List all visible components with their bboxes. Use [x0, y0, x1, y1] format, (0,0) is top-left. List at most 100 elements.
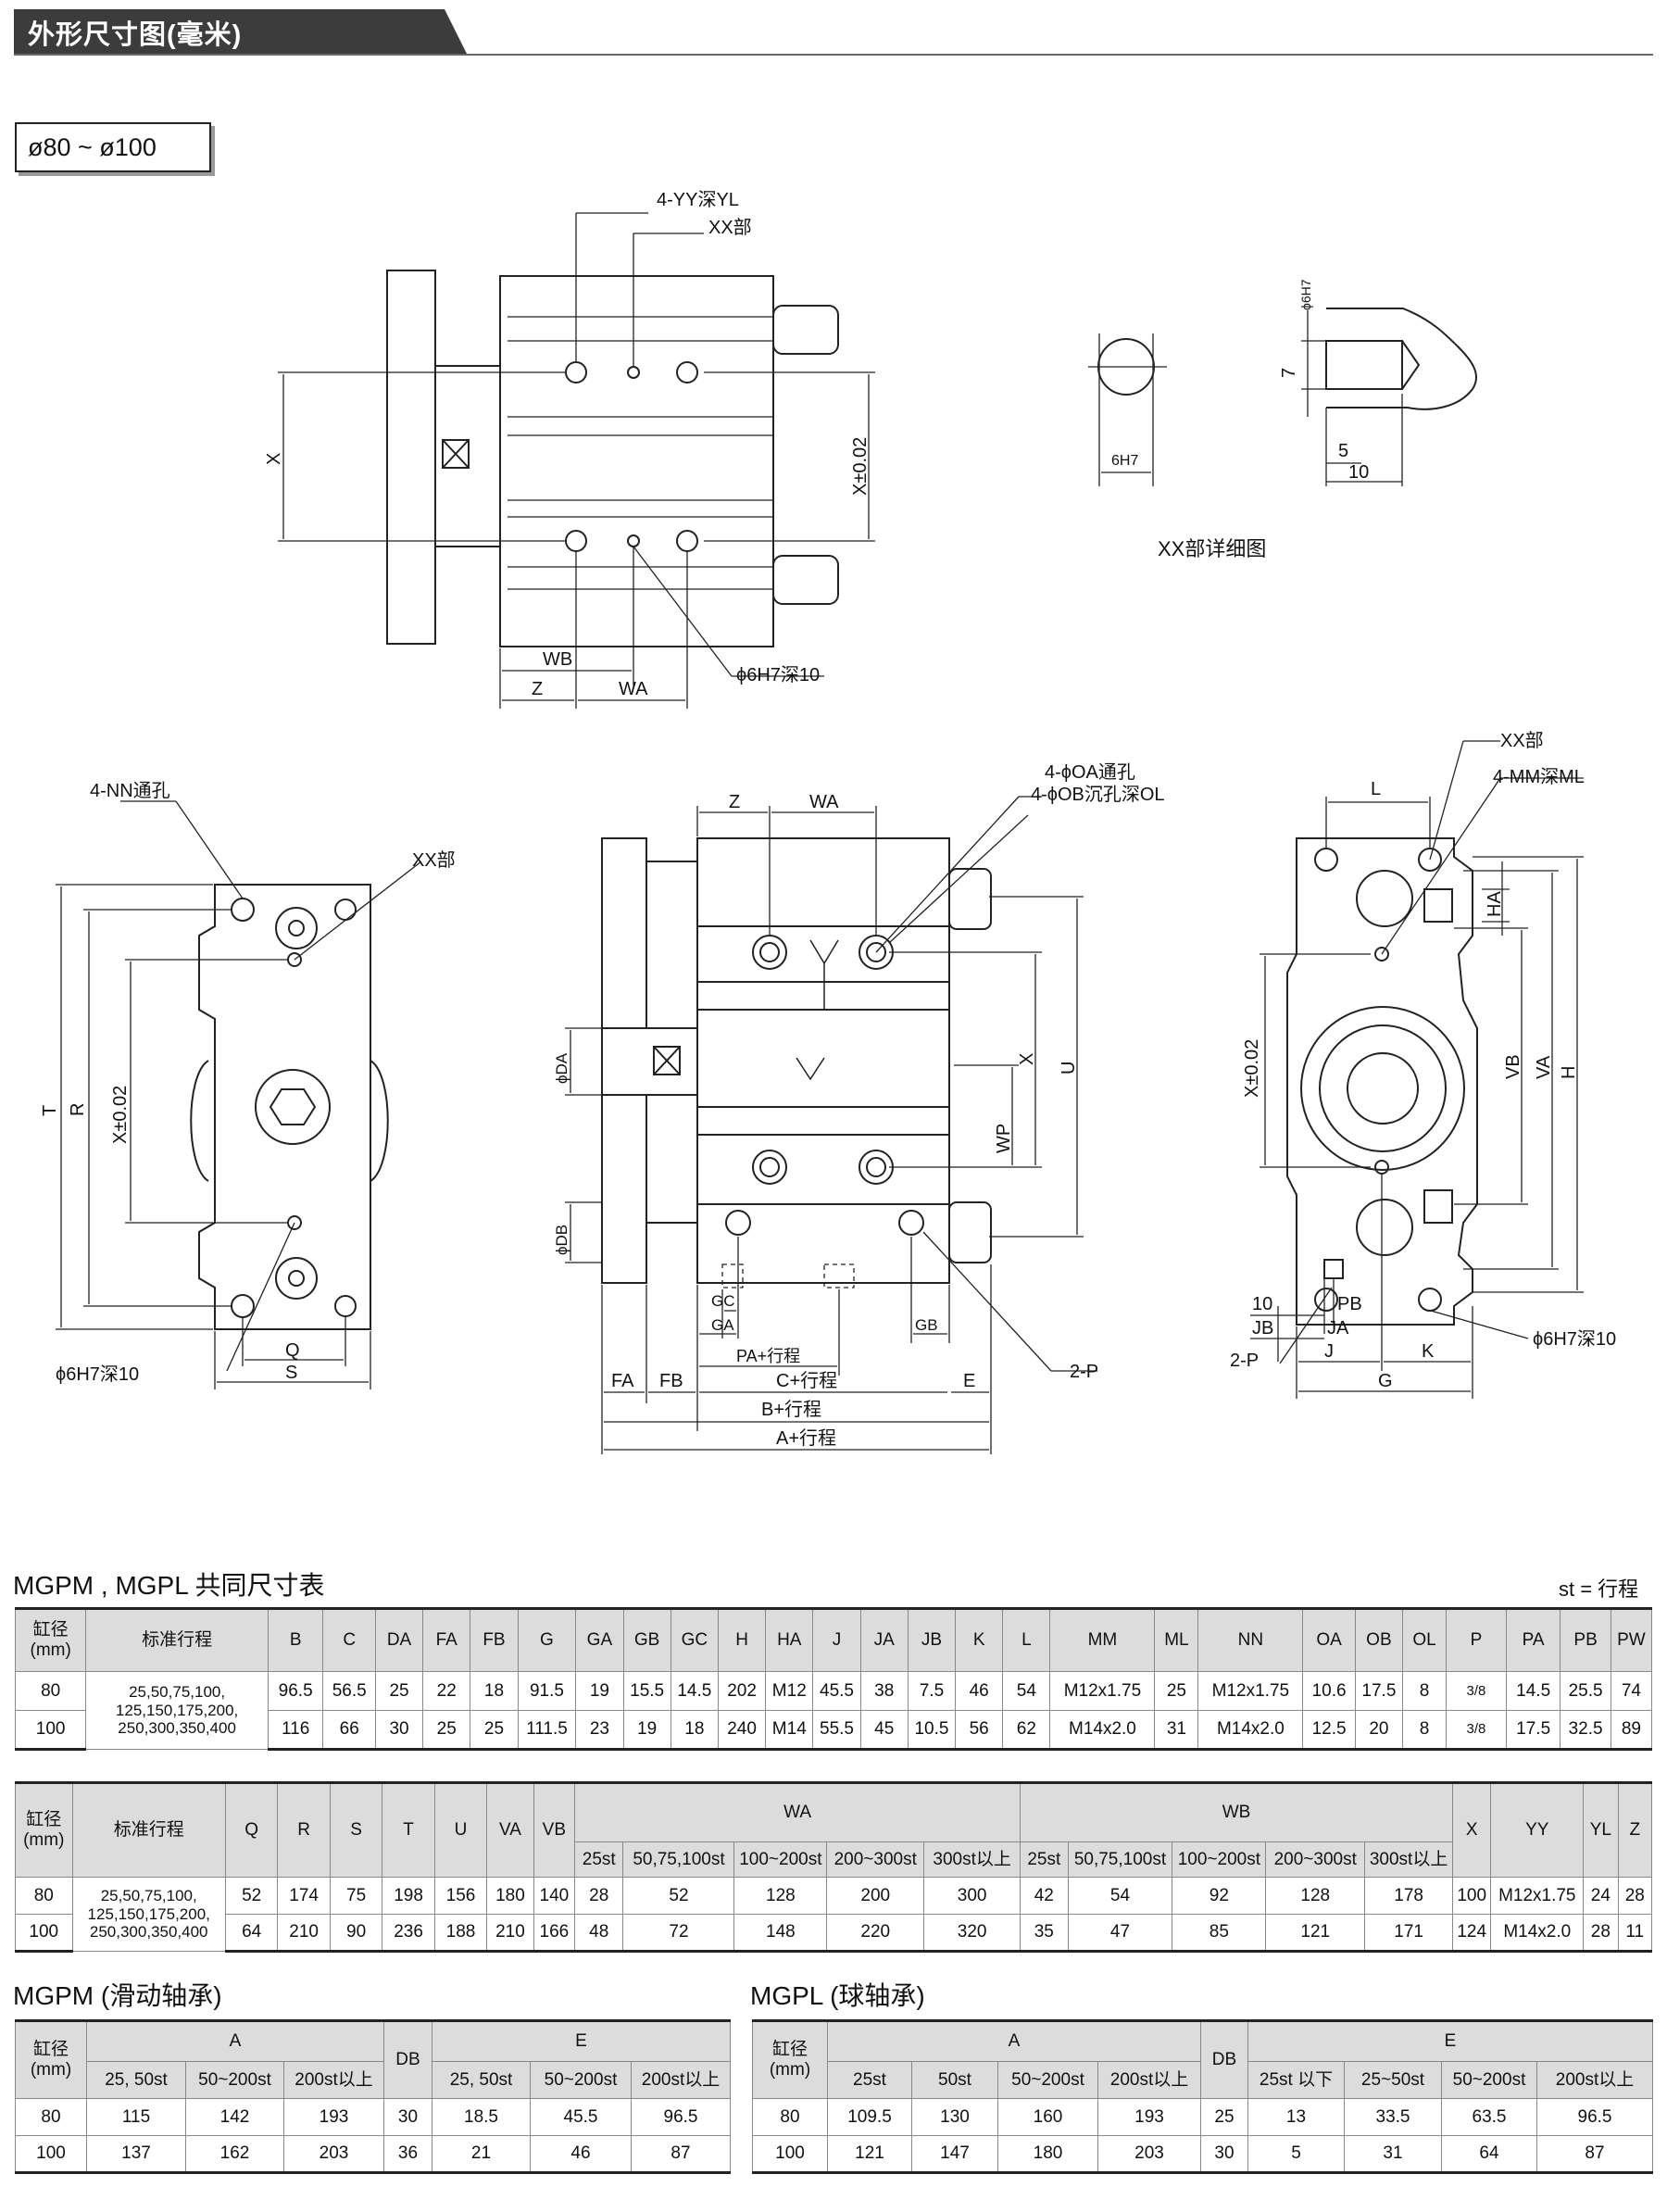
middle-view: Z WA 4-ϕOA通孔 4-ϕOB沉孔深OL ϕDA ϕDB X U WP G…	[553, 761, 1165, 1454]
cell: 171	[1364, 1914, 1454, 1953]
cell: 31	[1154, 1710, 1199, 1751]
th: G	[517, 1607, 577, 1672]
cell: 62	[1002, 1710, 1051, 1751]
label-dia-v: ϕ6H7	[1298, 279, 1313, 310]
label-x-tol-right: X±0.02	[1242, 1039, 1262, 1098]
label-g: G	[1378, 1371, 1393, 1391]
dimension-drawings: 4-YY深YL XX部 X X±0.02 WB Z WA ϕ6H7深10	[40, 189, 1616, 1454]
cell: 193	[283, 2098, 384, 2136]
th-sub: 25~50st	[1344, 2061, 1442, 2099]
cell: 30	[374, 1710, 424, 1751]
th: VA	[486, 1781, 534, 1878]
cell: M12x1.75	[1049, 1671, 1156, 1711]
cell: 13	[1247, 2098, 1345, 2136]
table-row: 100 64 210 90 236 188 210 166 48 72 148 …	[15, 1914, 1653, 1953]
cell: 162	[185, 2135, 284, 2174]
th: OB	[1354, 1607, 1404, 1672]
th-sub: 100~200st	[1172, 1841, 1267, 1878]
cell: 188	[433, 1914, 488, 1953]
th: JB	[907, 1607, 957, 1672]
cell: 72	[622, 1914, 735, 1953]
cell: 115	[86, 2098, 186, 2136]
th-a: A	[86, 2019, 384, 2062]
table3-subheader-row: 25, 50st 50~200st 200st以上 25, 50st 50~20…	[16, 2061, 731, 2099]
cell: 25	[374, 1671, 424, 1711]
th-sub: 50~200st	[530, 2061, 632, 2099]
label-z-mid: Z	[729, 792, 740, 812]
th: H	[717, 1607, 767, 1672]
cell-bore: 100	[15, 2135, 87, 2174]
th: HA	[765, 1607, 814, 1672]
label-7: 7	[1279, 368, 1299, 378]
th: C	[322, 1607, 376, 1672]
header-rule	[14, 54, 1653, 56]
label-j: J	[1324, 1341, 1334, 1362]
cell: 45.5	[812, 1671, 861, 1711]
th: DA	[374, 1607, 424, 1672]
cell: 56	[955, 1710, 1004, 1751]
cell: 17.5	[1354, 1671, 1404, 1711]
label-a: A+行程	[776, 1427, 836, 1449]
th: Q	[224, 1781, 279, 1878]
label-wa-mid: WA	[809, 792, 839, 812]
label-dia-h: 6H7	[1111, 453, 1138, 469]
th-sub: 200st以上	[631, 2061, 731, 2099]
cell-stroke: 25,50,75,100, 125,150,175,200, 250,300,3…	[71, 1877, 226, 1952]
th: L	[1002, 1607, 1051, 1672]
cell: 66	[322, 1710, 376, 1751]
label-c: C+行程	[776, 1370, 837, 1391]
cell: 64	[1441, 2135, 1537, 2174]
page-title: 外形尺寸图(毫米)	[28, 20, 243, 50]
th: S	[329, 1781, 383, 1878]
cell-port-size: 3/8	[1446, 1710, 1507, 1751]
th: NN	[1197, 1607, 1304, 1672]
label-gc: GC	[711, 1292, 735, 1310]
cell: 74	[1610, 1671, 1653, 1711]
cell: 193	[1097, 2098, 1201, 2136]
cell: 30	[383, 2098, 432, 2136]
cell: 7.5	[907, 1671, 957, 1711]
th: YL	[1583, 1781, 1619, 1878]
label-pin-hole: ϕ6H7深10	[736, 664, 820, 685]
cell: 174	[277, 1877, 331, 1915]
cell: 180	[486, 1877, 534, 1915]
label-xx-right: XX部	[1500, 730, 1544, 751]
th-bore: 缸径 (mm)	[752, 2019, 828, 2099]
cell: 23	[575, 1710, 624, 1751]
cell: 36	[383, 2135, 432, 2174]
cell: 109.5	[827, 2098, 912, 2136]
label-fa: FA	[611, 1371, 634, 1391]
cell: 89	[1610, 1710, 1653, 1751]
table-row: 100 137 162 203 36 21 46 87	[15, 2135, 731, 2174]
table-row: 100 121 147 180 203 30 5 31 64 87	[752, 2135, 1653, 2174]
label-x-tol-left: X±0.02	[110, 1086, 131, 1144]
th: YY	[1490, 1781, 1585, 1878]
th: PA	[1505, 1607, 1561, 1672]
th-bore: 缸径 (mm)	[15, 1781, 73, 1878]
table1-header-row: 缸径 (mm) 标准行程 B C DA FA FB G GA GB GC H H…	[14, 1607, 1653, 1672]
label-5: 5	[1338, 441, 1348, 461]
label-mm: 4-MM深ML	[1493, 766, 1585, 787]
th-sub: 25st	[574, 1841, 624, 1878]
cell: 47	[1067, 1914, 1173, 1953]
label-u: U	[1059, 1062, 1079, 1075]
th: U	[433, 1781, 488, 1878]
label-b: B+行程	[761, 1399, 821, 1420]
th-sub: 200~300st	[1265, 1841, 1366, 1878]
cell: M12x1.75	[1197, 1671, 1304, 1711]
cell: 203	[1097, 2135, 1201, 2174]
cell: 32.5	[1560, 1710, 1611, 1751]
cell: 48	[574, 1914, 624, 1953]
th: PW	[1610, 1607, 1653, 1672]
cell: 87	[631, 2135, 731, 2174]
label-oa: 4-ϕOA通孔	[1045, 761, 1135, 783]
label-wa: WA	[619, 679, 648, 699]
th-sub: 200st以上	[1097, 2061, 1201, 2099]
detail-caption: XX部详细图	[1158, 537, 1266, 560]
th-bore: 缸径 (mm)	[14, 1607, 87, 1672]
cell: 320	[923, 1914, 1022, 1953]
cell: 35	[1020, 1914, 1069, 1953]
top-view: 4-YY深YL XX部 X X±0.02 WB Z WA ϕ6H7深10	[264, 189, 875, 709]
table2-header-row: 缸径 (mm) 标准行程 Q R S T U VA VB WA WB X YY …	[15, 1781, 1653, 1878]
cell: 160	[997, 2098, 1098, 2136]
